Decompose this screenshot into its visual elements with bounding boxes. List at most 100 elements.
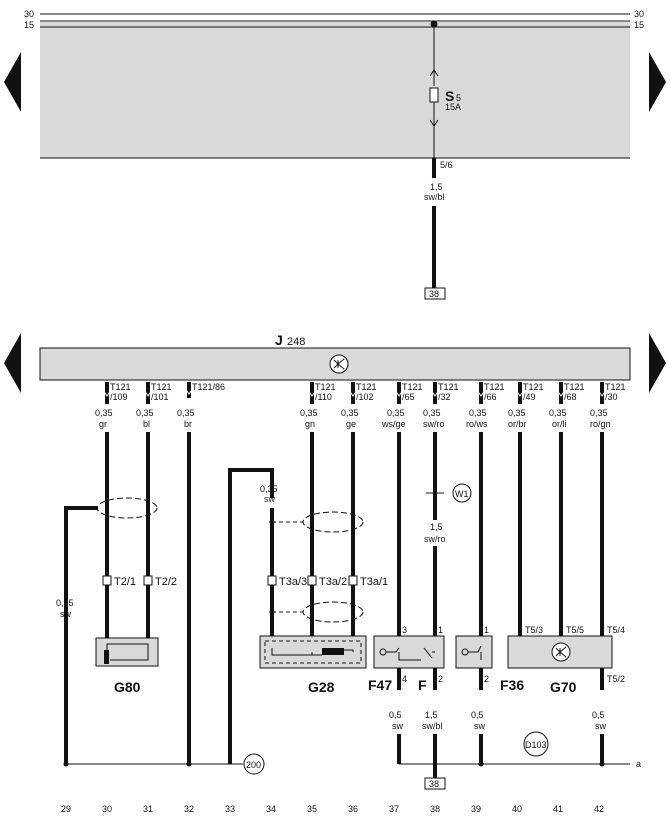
track-number: 34 bbox=[266, 804, 276, 814]
fuse-wire-color: sw/bl bbox=[424, 192, 445, 202]
next-page-arrow-lower-icon[interactable] bbox=[649, 333, 666, 393]
arrow-down-icon bbox=[143, 389, 153, 397]
rail-15-left-label: 15 bbox=[24, 20, 34, 30]
prev-page-arrow-icon[interactable] bbox=[4, 52, 21, 112]
arrow-down-icon bbox=[184, 387, 194, 395]
arrow-down-icon bbox=[348, 389, 358, 397]
control-unit-number: 248 bbox=[287, 336, 305, 348]
wire-29-color: sw bbox=[60, 609, 72, 619]
pin-wire-size: 0,35 bbox=[590, 408, 608, 418]
arrow-down-icon bbox=[102, 389, 112, 397]
f47-bottom-terminal: 4 bbox=[402, 674, 407, 684]
pin-wire-color: br bbox=[184, 419, 192, 429]
track-number: 42 bbox=[594, 804, 604, 814]
pin-connector: T121 bbox=[356, 382, 377, 392]
f36-bottom-terminal: 2 bbox=[484, 674, 489, 684]
component-g28 bbox=[259, 635, 367, 669]
ref-top: 38 bbox=[429, 289, 439, 299]
pin-wire-color: or/li bbox=[552, 419, 567, 429]
f-top-terminal: 1 bbox=[438, 625, 443, 635]
pin-wire-size: 0,35 bbox=[300, 408, 318, 418]
pin-number: /110 bbox=[315, 392, 332, 402]
f-bottom-terminal: 2 bbox=[438, 674, 443, 684]
pin-wire-color: gn bbox=[305, 419, 315, 429]
connector-t3a-3 bbox=[267, 575, 277, 586]
wire-33-color: sw bbox=[264, 494, 276, 504]
bottom-wire-color: sw bbox=[474, 721, 486, 731]
g70-t54-terminal: T5/4 bbox=[607, 625, 625, 635]
track-number: 36 bbox=[348, 804, 358, 814]
ref-bottom: 38 bbox=[429, 779, 439, 789]
pin-number: /32 bbox=[438, 392, 451, 402]
pin-wire-size: 0,35 bbox=[95, 408, 113, 418]
bottom-wire-size: 0,5 bbox=[592, 710, 605, 720]
next-page-arrow-icon[interactable] bbox=[649, 52, 666, 112]
pin-wire-color: ro/gn bbox=[590, 419, 611, 429]
bottom-wire-color: sw bbox=[392, 721, 404, 731]
pin-wire-color: or/br bbox=[508, 419, 527, 429]
t3a-1-label: T3a/1 bbox=[360, 576, 388, 588]
pin-wire-color: ws/ge bbox=[381, 419, 406, 429]
fuse-wire-size: 1,5 bbox=[430, 182, 443, 192]
g80-label: G80 bbox=[114, 679, 141, 695]
pin-number: /102 bbox=[356, 392, 374, 402]
fuse-rating: 15A bbox=[445, 102, 461, 112]
pin-wire-color: gr bbox=[99, 419, 107, 429]
pin-connector: T121 bbox=[110, 382, 131, 392]
t3a-3-label: T3a/3 bbox=[279, 576, 307, 588]
track-number: 32 bbox=[184, 804, 194, 814]
arrow-up-icon bbox=[429, 69, 439, 77]
fuse-carrier-area bbox=[40, 22, 630, 158]
arrow-down-icon bbox=[429, 119, 439, 127]
pin-wire-size: 0,35 bbox=[508, 408, 526, 418]
pin-connector: T121 bbox=[151, 382, 172, 392]
arrow-down-icon bbox=[556, 389, 566, 397]
pin-connector: T121 bbox=[438, 382, 459, 392]
prev-page-arrow-lower-icon[interactable] bbox=[4, 333, 21, 393]
track-number: 29 bbox=[61, 804, 71, 814]
f-label: F bbox=[418, 677, 427, 693]
arrow-down-icon bbox=[307, 389, 317, 397]
wire-track-29 bbox=[64, 506, 98, 764]
connector-t2-1 bbox=[102, 575, 112, 586]
ground-200-label: 200 bbox=[246, 760, 261, 770]
f36-top-terminal: 1 bbox=[484, 625, 489, 635]
wire-33-size: 0,35 bbox=[260, 484, 278, 494]
sensor-icon bbox=[322, 648, 344, 655]
track-number: 40 bbox=[512, 804, 522, 814]
pin-wire-size: 0,35 bbox=[423, 408, 441, 418]
pin-connector: T121 bbox=[564, 382, 585, 392]
pin-number: /30 bbox=[605, 392, 618, 402]
pin-wire-size: 0,35 bbox=[136, 408, 154, 418]
track-number: 33 bbox=[225, 804, 235, 814]
pin-number: /66 bbox=[484, 392, 497, 402]
rail-30-left-label: 30 bbox=[24, 9, 34, 19]
pin-wire-size: 0,35 bbox=[387, 408, 405, 418]
pin-wire-color: ge bbox=[346, 419, 356, 429]
ref-box-top bbox=[424, 287, 446, 300]
connector-t2-2 bbox=[143, 575, 153, 586]
w1-size: 1,5 bbox=[430, 522, 443, 532]
wire-29-size: 0,35 bbox=[56, 598, 74, 608]
f47-label: F47 bbox=[368, 677, 392, 693]
pin-number: /101 bbox=[151, 392, 169, 402]
pin-wire-size: 0,35 bbox=[469, 408, 487, 418]
f36-label: F36 bbox=[500, 677, 524, 693]
fuse-terminal: 5/6 bbox=[440, 160, 453, 170]
track-number: 35 bbox=[307, 804, 317, 814]
f47-top-terminal: 3 bbox=[402, 625, 407, 635]
track-number-row: 29 30 31 32 33 34 35 36 37 38 39 40 41 4… bbox=[61, 804, 604, 814]
rail-15-right-label: 15 bbox=[634, 20, 644, 30]
arrow-down-icon bbox=[476, 389, 486, 397]
shield-g80 bbox=[96, 497, 158, 519]
pin-connector: T121 bbox=[484, 382, 505, 392]
track-number: 30 bbox=[102, 804, 112, 814]
pin-connector: T121 bbox=[402, 382, 423, 392]
ground-point-200 bbox=[243, 753, 265, 775]
pin-number: /68 bbox=[564, 392, 577, 402]
g70-t52-terminal: T5/2 bbox=[607, 674, 625, 684]
wire-track-33 bbox=[228, 468, 274, 764]
w1-color: sw/ro bbox=[424, 534, 446, 544]
fuse-number: 5 bbox=[456, 93, 461, 103]
track-number: 41 bbox=[553, 804, 563, 814]
